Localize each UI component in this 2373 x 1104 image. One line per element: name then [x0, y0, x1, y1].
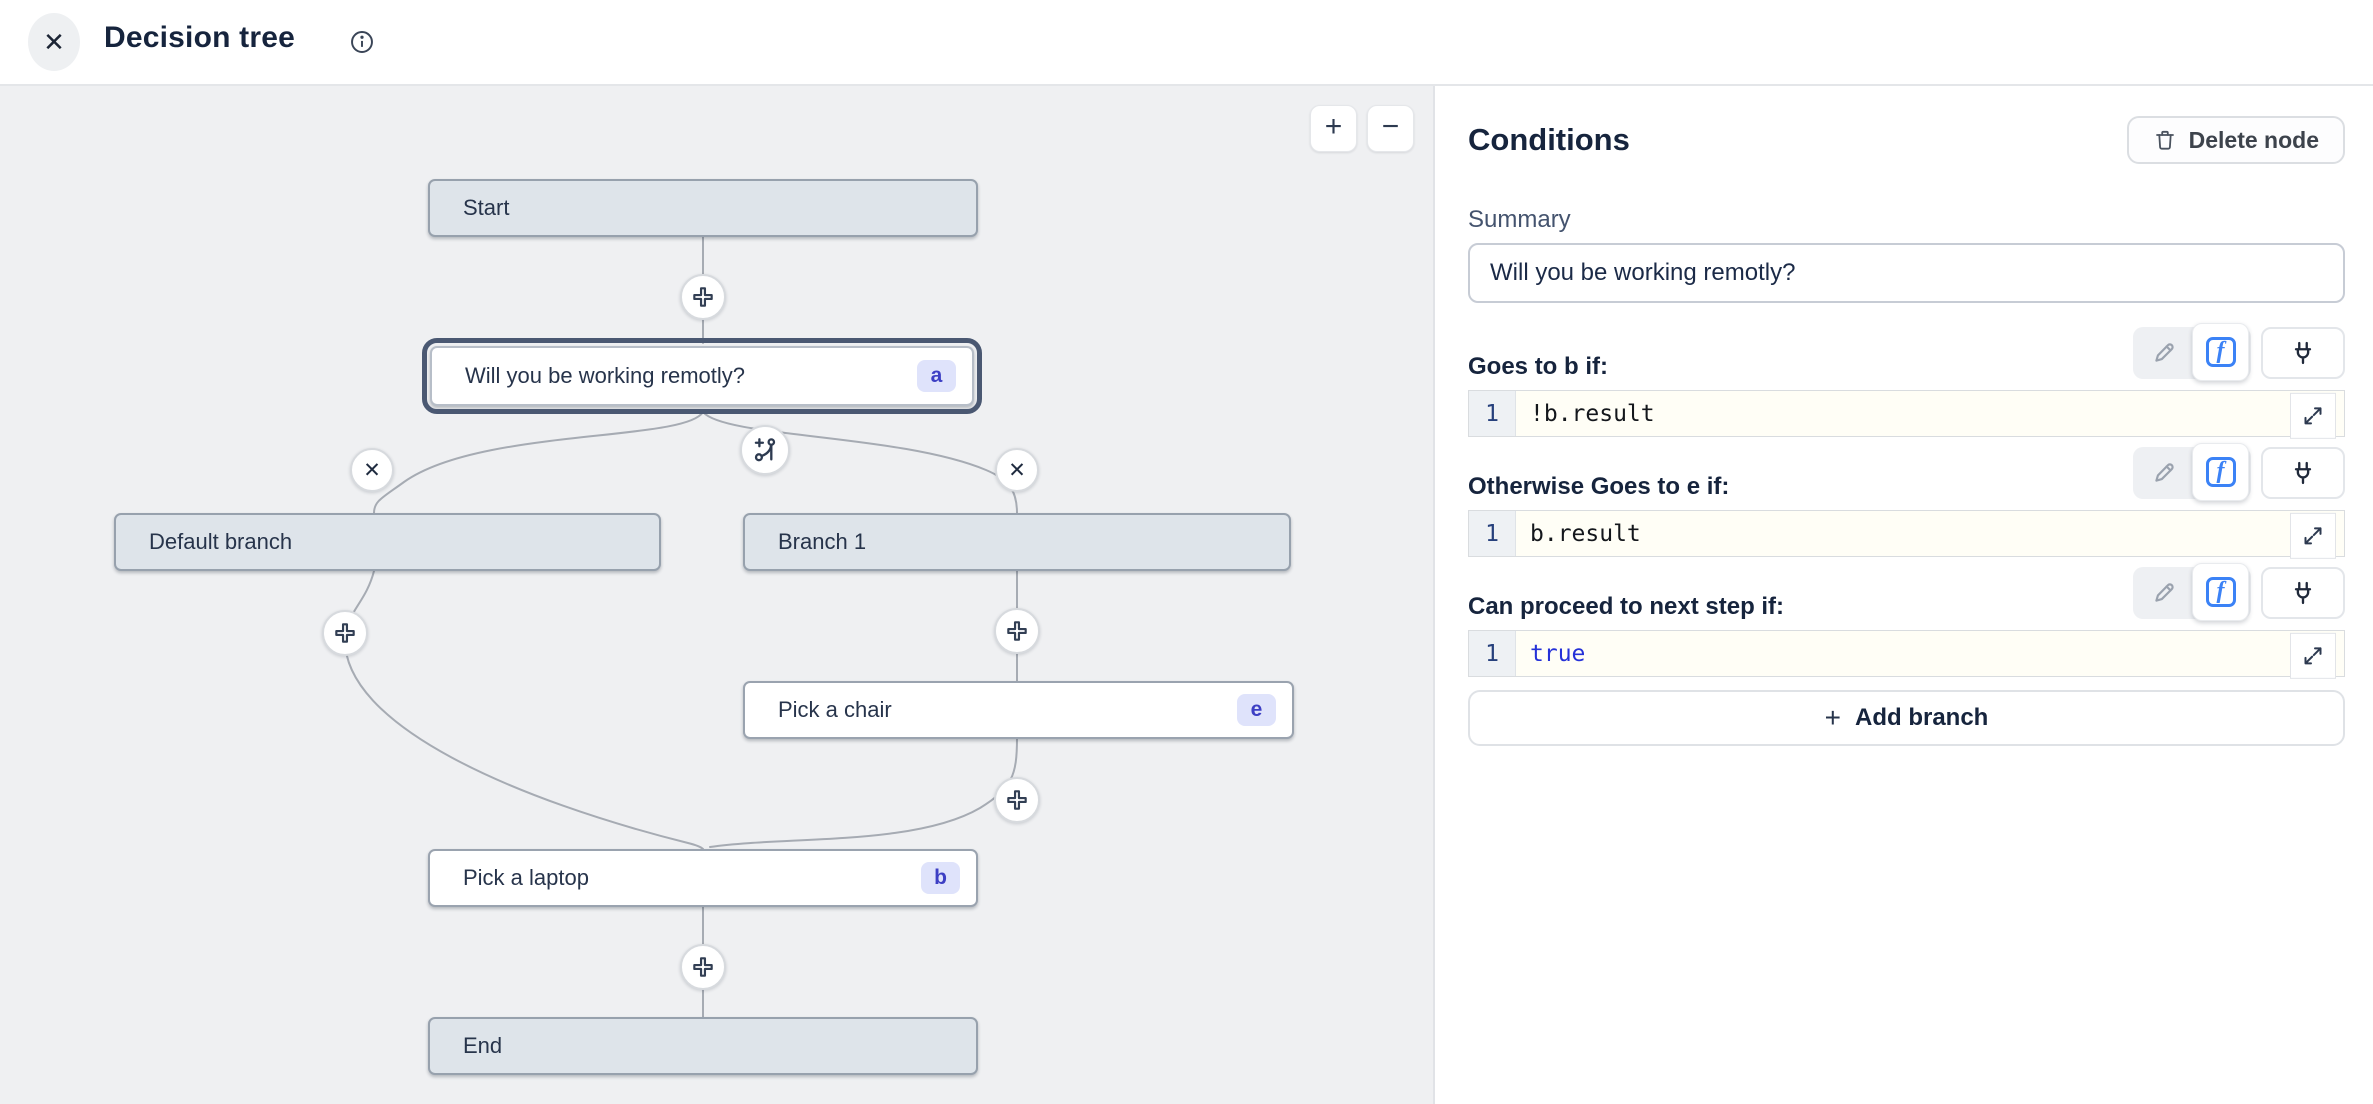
connector-button[interactable]	[2261, 327, 2345, 379]
expression-code: b.result	[1530, 520, 1641, 547]
plus-circle-icon	[1004, 618, 1030, 644]
flow-canvas[interactable]: Start Will you be working remotly? a Def…	[0, 86, 1433, 1104]
remove-branch-button[interactable]: ✕	[350, 448, 394, 492]
plus-circle-icon	[332, 620, 358, 646]
add-branch-label: Add branch	[1855, 704, 1989, 731]
expand-editor-button[interactable]	[2290, 512, 2336, 559]
info-icon[interactable]	[349, 29, 375, 55]
mode-toggle: f	[2133, 322, 2251, 381]
add-step-button[interactable]	[994, 608, 1040, 654]
trash-icon	[2153, 128, 2177, 152]
node-label: Will you be working remotly?	[465, 363, 745, 388]
editor-mode-controls: f	[2133, 322, 2345, 383]
expand-editor-button[interactable]	[2290, 392, 2336, 439]
summary-label: Summary	[1468, 206, 1571, 233]
node-pick-a-chair[interactable]: Pick a chair e	[743, 681, 1294, 739]
condition-label: Otherwise Goes to e if:	[1468, 473, 1730, 500]
expression-code: !b.result	[1530, 400, 1655, 427]
line-number: 1	[1469, 391, 1516, 436]
expression-mode-button[interactable]: f	[2192, 442, 2249, 501]
edit-mode-button[interactable]	[2135, 567, 2192, 619]
line-number: 1	[1469, 511, 1516, 556]
pencil-icon	[2151, 580, 2177, 606]
expression-mode-button[interactable]: f	[2192, 322, 2249, 381]
add-step-button[interactable]	[680, 944, 726, 990]
edit-mode-button[interactable]	[2135, 447, 2192, 499]
add-step-button[interactable]	[322, 610, 368, 656]
remove-branch-button[interactable]: ✕	[995, 448, 1039, 492]
condition-row-header: Otherwise Goes to e if: f	[1468, 442, 2345, 503]
node-badge: e	[1237, 694, 1276, 726]
zoom-in-icon: +	[1324, 110, 1343, 143]
plug-icon	[2289, 339, 2317, 367]
expand-editor-button[interactable]	[2290, 632, 2336, 679]
pencil-icon	[2151, 460, 2177, 486]
expand-icon	[2301, 643, 2325, 667]
line-number: 1	[1469, 631, 1516, 676]
function-icon: f	[2205, 576, 2236, 607]
node-start[interactable]: Start	[428, 179, 978, 237]
mode-toggle: f	[2133, 562, 2251, 621]
zoom-out-button[interactable]: −	[1367, 105, 1414, 152]
add-branch-button[interactable]	[740, 425, 790, 475]
plus-icon: +	[1824, 702, 1841, 733]
node-label: Pick a chair	[778, 697, 892, 722]
panel-header: Conditions Delete node	[1468, 116, 2345, 164]
expression-mode-button[interactable]: f	[2192, 562, 2249, 621]
conditions-panel: Conditions Delete node Summary Goes to b…	[1433, 86, 2373, 1104]
node-label: Branch 1	[778, 529, 867, 554]
condition-label: Can proceed to next step if:	[1468, 593, 1785, 620]
function-icon: f	[2205, 336, 2236, 367]
node-label: Pick a laptop	[463, 865, 589, 890]
node-label: Start	[463, 195, 510, 220]
plus-circle-icon	[690, 284, 716, 310]
connector-button[interactable]	[2261, 447, 2345, 499]
editor-mode-controls: f	[2133, 562, 2345, 623]
close-icon: ✕	[1008, 458, 1026, 482]
node-question-selected[interactable]: Will you be working remotly? a	[422, 338, 982, 414]
node-pick-a-laptop[interactable]: Pick a laptop b	[428, 849, 978, 907]
editor-mode-controls: f	[2133, 442, 2345, 503]
close-button[interactable]: ✕	[28, 13, 80, 71]
node-label: Default branch	[149, 529, 293, 554]
pencil-icon	[2151, 340, 2177, 366]
close-icon: ✕	[43, 26, 65, 57]
expression-editor[interactable]: 1 b.result	[1468, 510, 2345, 559]
plug-icon	[2289, 579, 2317, 607]
node-end[interactable]: End	[428, 1017, 978, 1075]
zoom-in-button[interactable]: +	[1310, 105, 1357, 152]
add-step-button[interactable]	[994, 777, 1040, 823]
add-step-button[interactable]	[680, 274, 726, 320]
plug-icon	[2289, 459, 2317, 487]
close-icon: ✕	[363, 458, 381, 482]
plus-circle-icon	[1004, 787, 1030, 813]
condition-row-header: Can proceed to next step if: f	[1468, 562, 2345, 623]
expression-code: true	[1530, 640, 1586, 667]
delete-node-label: Delete node	[2188, 126, 2319, 153]
edit-mode-button[interactable]	[2135, 327, 2192, 379]
zoom-out-icon: −	[1381, 110, 1400, 143]
add-branch-icon	[751, 436, 779, 464]
top-header: ✕ Decision tree	[0, 0, 2373, 86]
node-badge: a	[917, 360, 956, 392]
summary-input[interactable]	[1468, 243, 2345, 303]
expression-editor[interactable]: 1 !b.result	[1468, 390, 2345, 439]
panel-title: Conditions	[1468, 122, 1630, 157]
node-label: End	[463, 1033, 503, 1058]
add-branch-button[interactable]: + Add branch	[1468, 690, 2345, 746]
condition-row-header: Goes to b if: f	[1468, 322, 2345, 383]
node-default-branch[interactable]: Default branch	[114, 513, 661, 571]
connector-button[interactable]	[2261, 567, 2345, 619]
expand-icon	[2301, 523, 2325, 547]
page-title: Decision tree	[104, 21, 296, 54]
node-badge: b	[921, 862, 960, 894]
plus-circle-icon	[690, 954, 716, 980]
node-branch-1[interactable]: Branch 1	[743, 513, 1291, 571]
expand-icon	[2301, 403, 2325, 427]
condition-label: Goes to b if:	[1468, 353, 1608, 380]
function-icon: f	[2205, 456, 2236, 487]
expression-editor[interactable]: 1 true	[1468, 630, 2345, 679]
delete-node-button[interactable]: Delete node	[2126, 116, 2345, 164]
mode-toggle: f	[2133, 442, 2251, 501]
